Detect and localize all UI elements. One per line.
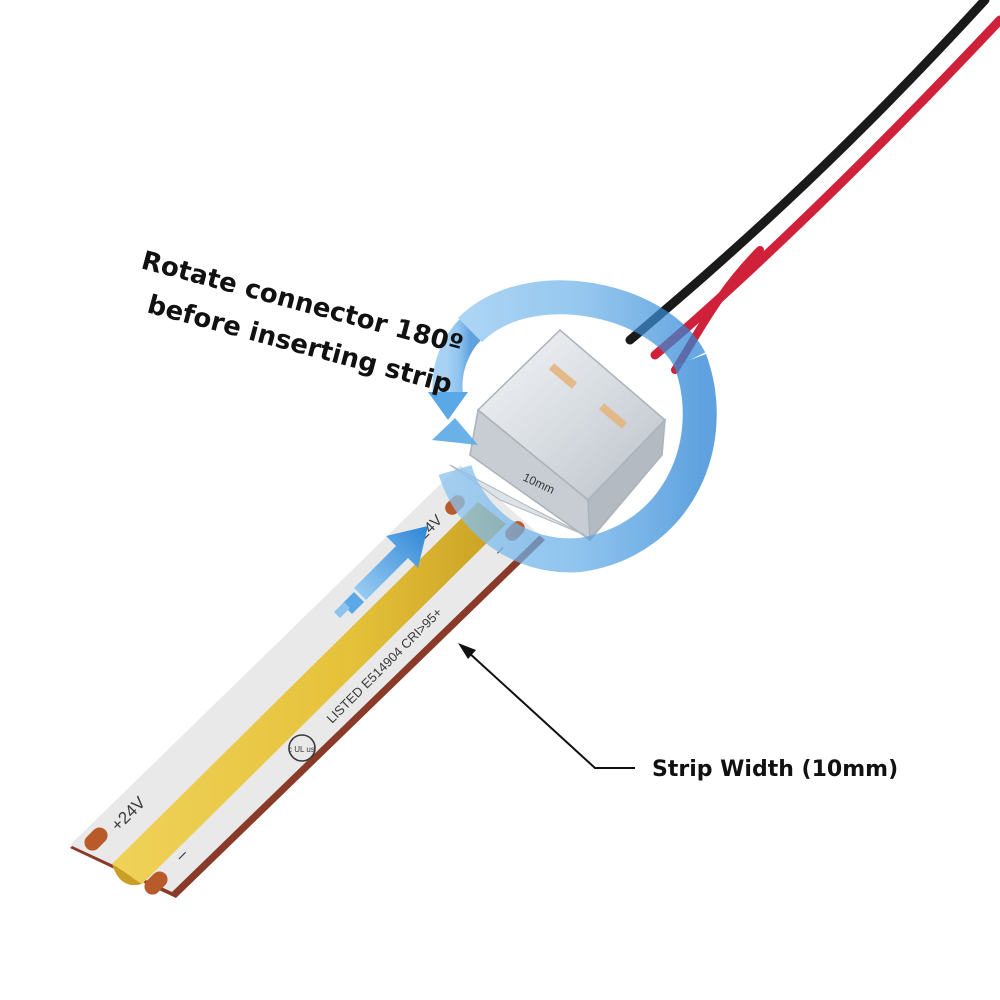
insert-direction-arrow-icon [334, 526, 428, 618]
phosphor-line [112, 502, 506, 884]
connector-contact [598, 403, 628, 429]
connector-contact [548, 363, 578, 389]
led-strip: +24V – +24V – LISTED E514904 CRI>95+ c U… [70, 465, 545, 898]
red-wire [650, 15, 1000, 360]
rotate-arrow-icon [428, 319, 717, 573]
copper-pad [144, 871, 168, 895]
copper-pad [84, 827, 108, 851]
rotate-arrow-icon-back [457, 280, 706, 369]
rotate-arrowhead [432, 418, 478, 445]
wires [625, 0, 1000, 374]
connector-side [587, 417, 666, 542]
ul-logo-text: c UL us [288, 745, 315, 754]
ul-listing-logo: c UL us [288, 734, 316, 762]
strip-width-label: Strip Width (10mm) [652, 757, 898, 782]
pointer-arrow-icon [458, 643, 635, 769]
connector-lip [449, 464, 586, 536]
rotate-arrowhead [428, 392, 468, 420]
black-wire [625, 0, 990, 345]
phosphor-end [112, 864, 142, 886]
strip-connector: 10mm [449, 328, 667, 542]
